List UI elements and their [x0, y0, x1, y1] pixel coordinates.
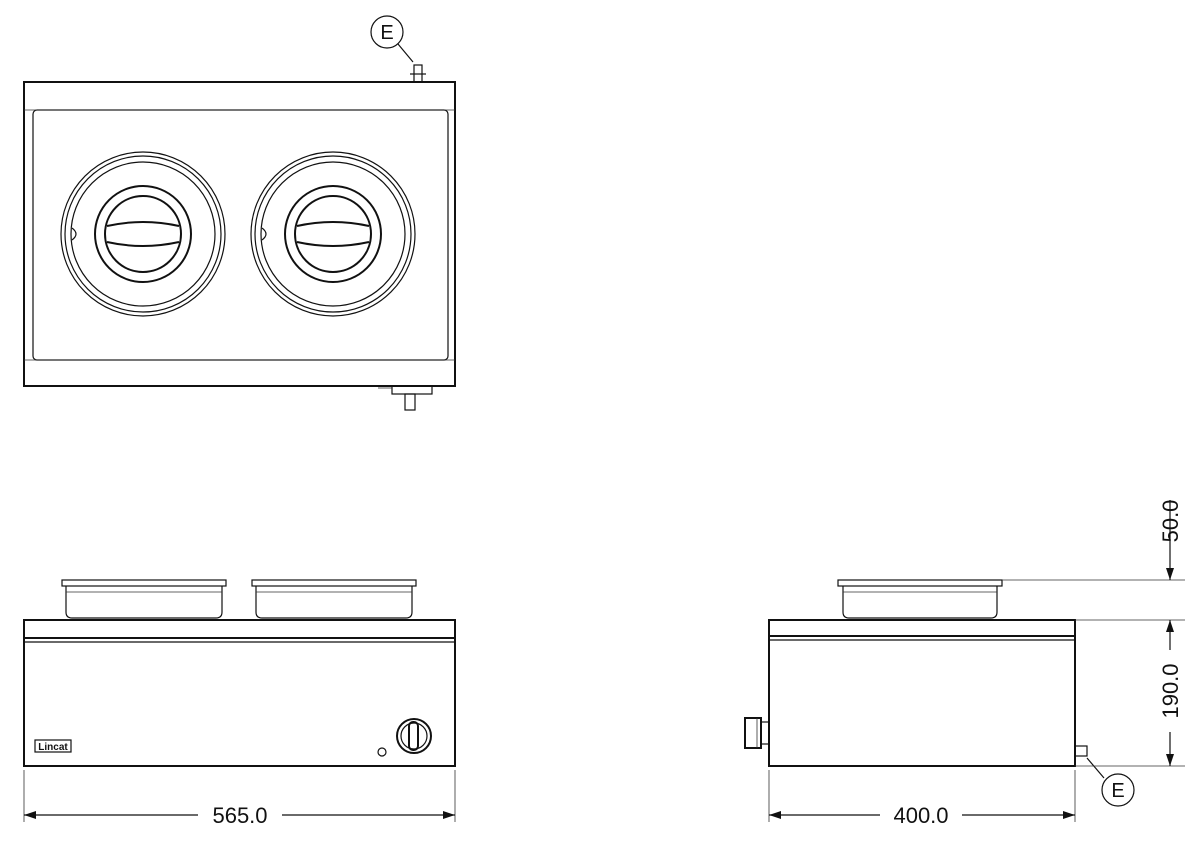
- pot-top-left: [60, 151, 226, 317]
- dimension-heights: 50.0 190.0: [1002, 500, 1185, 767]
- indicator-light: [377, 747, 387, 757]
- dimension-width-label: 565.0: [212, 803, 267, 828]
- pot-front-right: [251, 579, 417, 619]
- side-body: [768, 635, 1076, 767]
- callout-e-top-label: E: [380, 22, 393, 44]
- dimension-depth: 400.0: [768, 770, 1076, 828]
- top-view: E: [23, 15, 456, 411]
- terminal-e-side: [1074, 745, 1088, 757]
- callout-e-side: E: [1086, 757, 1135, 807]
- brand-badge-label: Lincat: [38, 742, 68, 753]
- front-body: [23, 637, 456, 767]
- callout-e-top: E: [370, 15, 414, 63]
- front-top-plate: [23, 619, 456, 639]
- side-view: E 400.0 50.0 190.0: [744, 500, 1185, 828]
- top-view-outer-frame: [23, 81, 456, 387]
- brand-badge: [34, 739, 72, 753]
- callout-e-side-label: E: [1111, 780, 1124, 802]
- dimension-depth-label: 400.0: [893, 803, 948, 828]
- dimension-height-pot-label: 50.0: [1158, 500, 1183, 543]
- control-knob-side: [744, 717, 770, 749]
- dimension-height-body-label: 190.0: [1158, 663, 1183, 718]
- side-top-plate: [768, 619, 1076, 637]
- pot-side: [837, 579, 1003, 619]
- control-knob: [396, 718, 432, 754]
- control-spindle-top-view: [378, 385, 433, 411]
- pot-top-right: [250, 151, 416, 317]
- dimension-width: 565.0: [23, 770, 456, 828]
- front-view: Lincat 565.0: [23, 579, 456, 828]
- pot-front-left: [61, 579, 227, 619]
